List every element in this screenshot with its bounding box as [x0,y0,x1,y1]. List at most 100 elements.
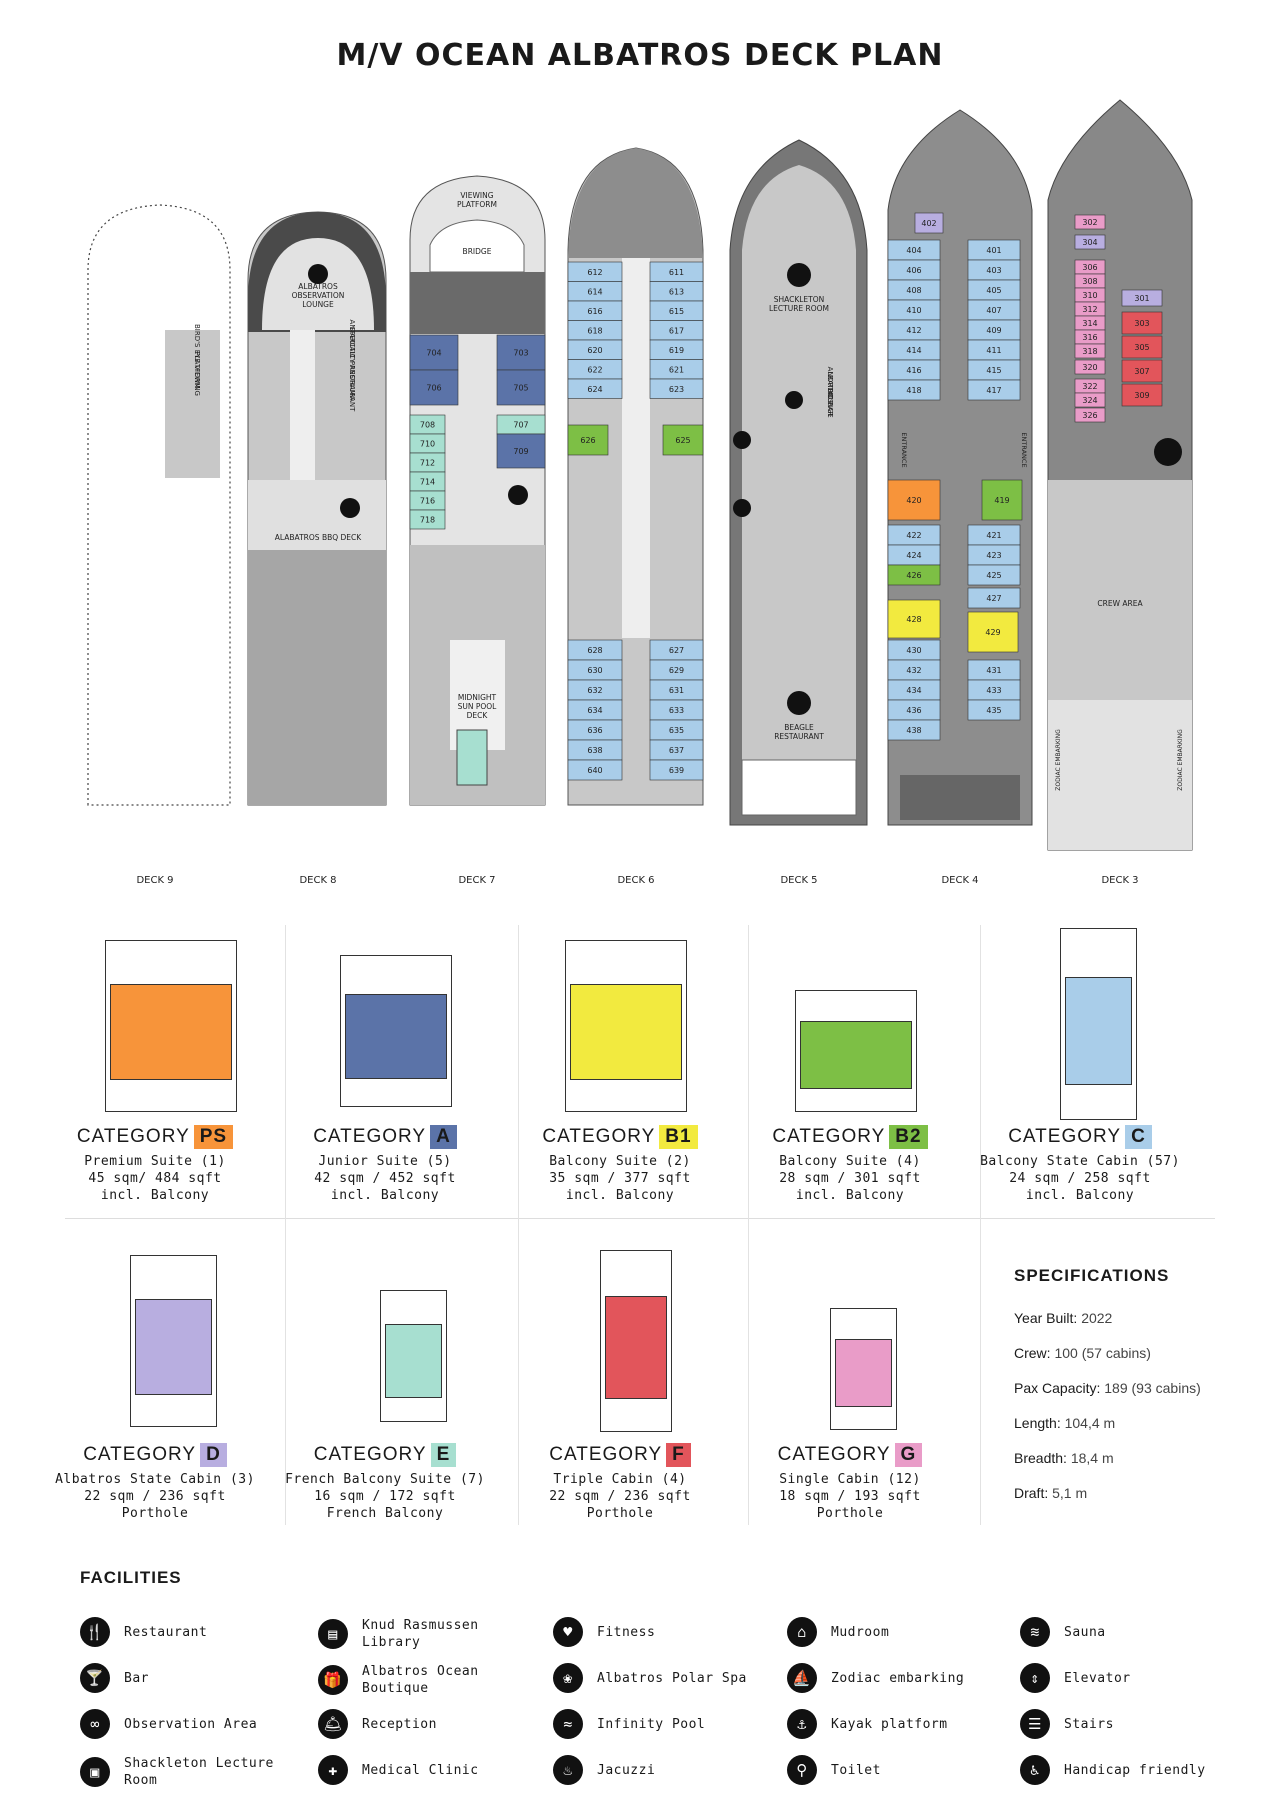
kayak-icon: ⚓ [787,1709,817,1739]
cabin-plan-c [1060,928,1137,1120]
deck5-restaurant-label: RESTAURANT [774,732,824,741]
category-size: 35 sqm / 377 sqft [549,1171,691,1186]
lecture-icon: ▣ [80,1757,110,1787]
cabin-632-label: 632 [587,686,602,695]
facility-item: ✚Medical Clinic [318,1755,512,1785]
cabin-613-label: 613 [669,287,684,296]
cabin-318-label: 318 [1082,347,1097,356]
facility-label: Shackleton Lecture Room [124,1756,274,1788]
category-size: 22 sqm / 236 sqft [549,1489,691,1504]
jacuzzi-icon: ♨ [553,1755,583,1785]
category-size: 42 sqm / 452 sqft [314,1171,456,1186]
deck8-restaurant-label: ANTARCTIC PANORAMA [348,320,356,401]
observation-icon: ∞ [80,1709,110,1739]
category-code: PS [193,1125,234,1149]
cabin-403-label: 403 [986,266,1001,275]
deck5-bar-label: NORDIC BAR [826,372,834,417]
cabin-402 [914,212,944,234]
deck4-entrance-label: ENTRANCE [1020,432,1028,467]
spec-row: Pax Capacity: 189 (93 cabins) [1014,1380,1201,1396]
deck9-platform-label: BIRD'S EYE VIEWING [193,324,201,396]
facility-label: Toilet [831,1762,881,1778]
cabin-637-label: 637 [669,746,684,755]
cabin-718-label: 718 [420,516,435,525]
cabin-418 [887,379,941,401]
fitness-icon [508,485,528,505]
cabin-710-label: 710 [420,440,435,449]
cabin-629-label: 629 [669,666,684,675]
category-name: Junior Suite (5) [318,1154,452,1169]
cabin-plan-f [600,1250,672,1432]
deck4-entrance-label: ENTRANCE [900,432,908,467]
cabin-326 [1074,407,1106,423]
reception-icon [733,431,751,449]
cabin-307 [1121,359,1163,383]
facility-item: ⚓ Kayak platform [787,1709,981,1739]
stairs-icon: ☰ [1020,1709,1050,1739]
cabin-412-label: 412 [906,326,921,335]
deck6-corridor [622,258,650,638]
cabin-626-label: 626 [580,436,595,445]
category-size: 18 sqm / 193 sqft [779,1489,921,1504]
cabin-431-label: 431 [986,666,1001,675]
cabin-plan-e [380,1290,447,1422]
page-title: M/V OCEAN ALBATROS DECK PLAN [336,38,944,73]
facility-label: Handicap friendly [1064,1762,1206,1778]
fitness-icon: ♥ [553,1617,583,1647]
category-size: 45 sqm/ 484 sqft [88,1171,222,1186]
cabin-420 [887,479,941,521]
cabin-435-label: 435 [986,706,1001,715]
cabin-716-label: 716 [420,497,435,506]
category-feature: incl. Balcony [795,1188,905,1203]
cabin-310-label: 310 [1082,291,1097,300]
cabin-618-label: 618 [587,326,602,335]
cabin-438-label: 438 [906,726,921,735]
deck7-bridge [429,219,525,273]
spec-row: Length: 104,4 m [1014,1415,1115,1431]
spec-key: Breadth: [1014,1450,1067,1466]
cabin-419 [981,479,1023,521]
spa-icon: ❀ [553,1663,583,1693]
cabin-624-label: 624 [587,385,602,394]
facility-label: Sauna [1064,1624,1106,1640]
facility-label: Infinity Pool [597,1716,706,1732]
cabin-703-label: 703 [513,349,528,358]
cabin-620-label: 620 [587,346,602,355]
category-name: Balcony Suite (4) [779,1154,921,1169]
mudroom-icon: ⌂ [787,1617,817,1647]
cabin-419-label: 419 [994,496,1009,505]
cabin-plan-b2 [795,990,917,1112]
deck7-pool [456,729,488,786]
category-code: F [666,1443,691,1467]
cabin-426-label: 426 [906,571,921,580]
spec-value: 18,4 m [1070,1450,1114,1466]
category-name: Triple Cabin (4) [553,1472,687,1487]
deck9-platform-label: PLATFORM [193,351,201,388]
cabin-638-label: 638 [587,746,602,755]
facility-item: ∞Observation Area [80,1709,274,1739]
cabin-306-label: 306 [1082,263,1097,272]
facility-label: Kayak platform [831,1716,948,1732]
spec-row: Draft: 5,1 m [1014,1485,1087,1501]
cabin-301 [1121,289,1163,307]
medical-icon: ✚ [318,1755,348,1785]
category-code: G [894,1443,923,1467]
facility-label: Albatros Ocean Boutique [362,1664,479,1696]
facility-item: ♨Jacuzzi [553,1755,747,1785]
facility-item: ⇕Elevator [1020,1663,1214,1693]
cabin-302-label: 302 [1082,218,1097,227]
category-name: Premium Suite (1) [84,1154,226,1169]
lecture-icon [787,263,811,287]
category-label: CATEGORY [83,1444,197,1465]
category-label: CATEGORY [76,1126,190,1147]
cabin-633-label: 633 [669,706,684,715]
category-name: Single Cabin (12) [779,1472,921,1487]
divider [285,925,286,1525]
cabin-312-label: 312 [1082,305,1097,314]
cabin-428 [887,599,941,639]
